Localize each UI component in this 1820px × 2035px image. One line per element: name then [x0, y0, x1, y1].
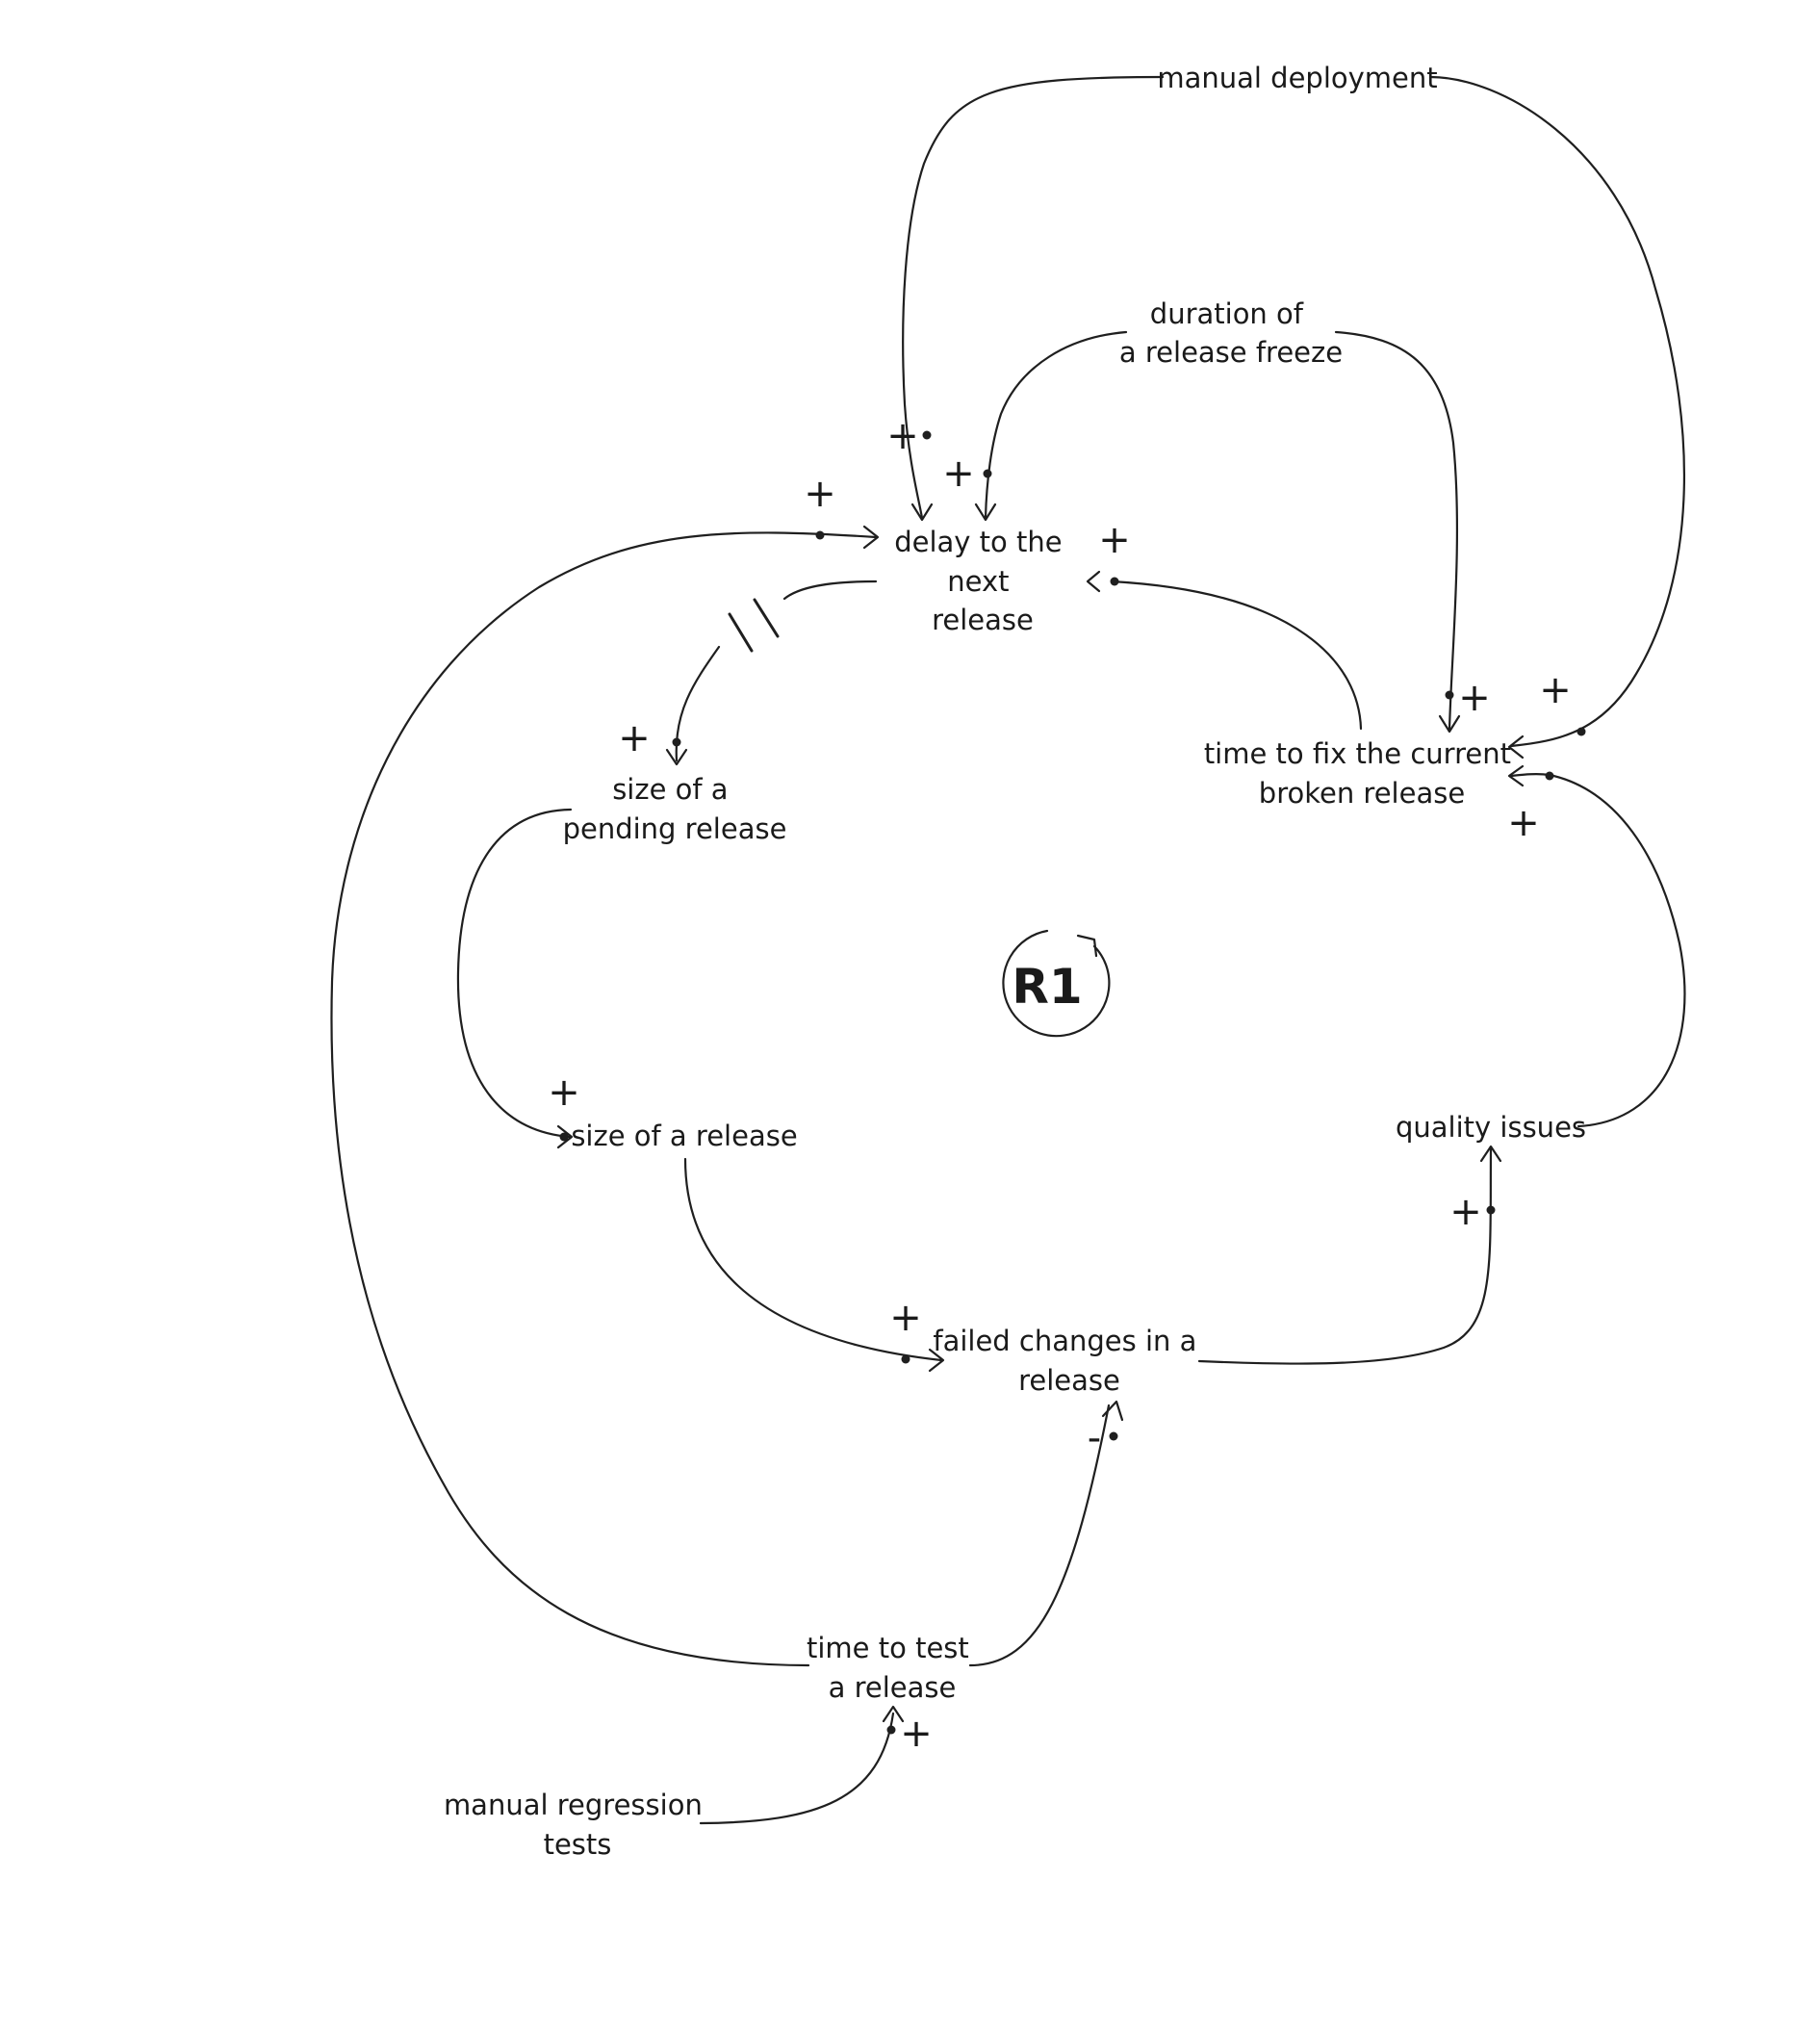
delay-mark-1 [728, 612, 754, 653]
dot-size-to-failed [901, 1354, 910, 1364]
arrowhead-regression-to-test [882, 1705, 905, 1723]
link-manual-deployment-to-delay [902, 75, 1165, 520]
arrowhead-test-to-failed [1101, 1400, 1124, 1422]
link-quality-to-fix [1509, 773, 1686, 1128]
arrowhead-quality-to-fix [1507, 764, 1525, 787]
node-size-of-release: size of a release [571, 1120, 797, 1152]
delay-mark-2 [753, 598, 780, 638]
node-quality-issues: quality issues [1396, 1111, 1586, 1144]
dot-test-to-delay [815, 530, 825, 540]
dot-delay-to-pending [672, 737, 681, 747]
polarity-test-delay: + [804, 472, 836, 516]
polarity-failed-quality: + [1449, 1190, 1482, 1234]
polarity-test-failed: - [1088, 1416, 1101, 1460]
arrowhead-pending-to-size [556, 1124, 574, 1149]
polarity-freeze-delay: + [942, 451, 975, 496]
link-test-to-delay [330, 531, 878, 1667]
node-time-to-test: time to test a release [807, 1632, 978, 1704]
dot-failed-to-quality [1486, 1205, 1496, 1215]
loop-circle-icon [1002, 929, 1111, 1038]
arrowhead-freeze-to-delay [974, 502, 997, 522]
dot-freeze-to-fix [1445, 690, 1454, 700]
arrowhead-manual-deployment-to-fix [1507, 734, 1525, 760]
dot-manual-deployment-to-fix [1576, 727, 1586, 736]
node-manual-regression-tests: manual regression tests [444, 1789, 711, 1861]
link-fix-to-delay [1110, 580, 1363, 731]
manual-deployment-bg [1166, 56, 1428, 98]
node-time-to-fix: time to fix the current broken release [1204, 737, 1520, 810]
dot-freeze-to-delay [983, 469, 992, 478]
link-manual-deployment-to-fix [1428, 75, 1686, 748]
dot-test-to-failed [1109, 1431, 1118, 1441]
link-regression-to-test [699, 1712, 895, 1825]
link-delay-to-pending-2 [675, 645, 721, 762]
polarity-size-failed: + [889, 1296, 922, 1340]
polarity-manual-deployment-fix: + [1539, 668, 1572, 712]
polarity-fix-delay: + [1098, 518, 1131, 562]
arrowhead-delay-to-pending [665, 748, 688, 766]
loop-marker-r1: R1 [1002, 929, 1111, 1038]
link-freeze-to-fix [1334, 330, 1459, 732]
polarity-regression-test: + [900, 1712, 933, 1756]
link-pending-to-size [456, 808, 573, 1139]
dot-pending-to-size [559, 1132, 569, 1142]
arrowhead-failed-to-quality [1479, 1145, 1502, 1163]
node-manual-deployment: manual deployment [1157, 62, 1437, 94]
polarity-freeze-fix: + [1458, 676, 1491, 720]
polarity-pending-size: + [548, 1070, 580, 1115]
node-failed-changes: failed changes in a release [933, 1325, 1205, 1397]
dot-manual-deployment-to-delay [922, 430, 932, 440]
arrowhead-freeze-to-fix [1438, 714, 1461, 734]
arrowhead-size-to-failed [928, 1348, 945, 1373]
dot-quality-to-fix [1545, 771, 1554, 781]
link-freeze-to-delay [984, 330, 1128, 520]
loop-arrow-icon [1076, 934, 1098, 958]
arrowhead-manual-deployment-to-delay [910, 502, 934, 522]
node-delay-to-next-release: delay to the next release [894, 526, 1071, 636]
polarity-delay-pending: + [618, 716, 651, 760]
node-size-of-pending-release: size of a pending release [563, 773, 787, 845]
dot-regression-to-test [886, 1725, 896, 1735]
dot-fix-to-delay [1110, 577, 1119, 586]
link-delay-to-pending [782, 580, 878, 601]
node-duration-of-freeze: duration of a release freeze [1119, 297, 1343, 369]
link-failed-to-quality [1197, 1146, 1493, 1365]
link-test-to-failed [968, 1404, 1111, 1667]
arrowhead-fix-to-delay [1086, 570, 1101, 593]
arrowhead-test-to-delay [862, 525, 880, 550]
polarity-manual-deployment-delay: + [886, 414, 919, 458]
link-size-to-failed [683, 1157, 943, 1362]
loop-label: R1 [1012, 959, 1082, 1015]
polarity-quality-fix: + [1507, 801, 1540, 845]
